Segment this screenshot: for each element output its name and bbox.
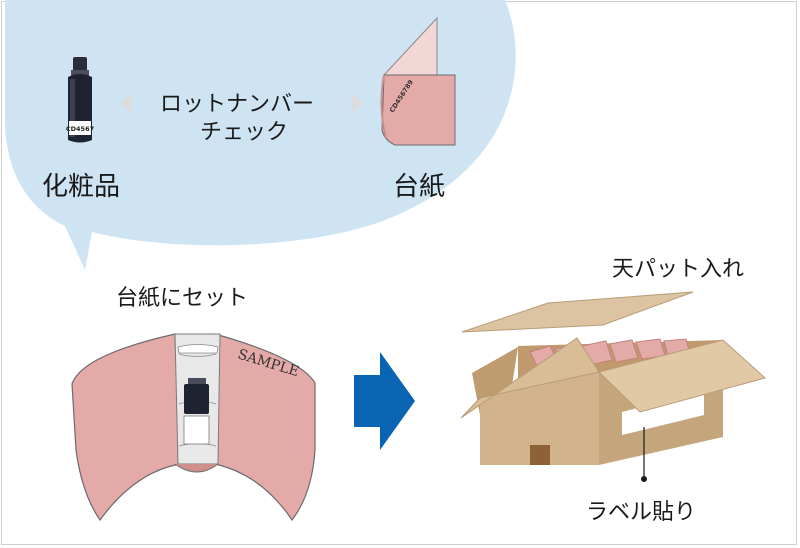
step-arrow-icon: [354, 352, 415, 450]
bottle-code: CD4567: [66, 125, 94, 133]
mount-label: 台紙: [393, 172, 446, 202]
label-attach-label: ラベル貼り: [586, 500, 697, 525]
folded-mount-icon: CD456789: [380, 16, 456, 146]
lot-check-line1: ロットナンバー: [160, 92, 315, 117]
lot-check-line2: チェック: [200, 120, 289, 145]
open-mount-illustration: SAMPLE: [71, 333, 316, 522]
label-pointer: [641, 427, 647, 482]
double-arrow-icon: [120, 93, 364, 113]
cosmetic-label: 化粧品: [42, 172, 121, 202]
cosmetic-bottle-icon: CD4567: [66, 57, 94, 143]
speech-bubble: [5, 0, 516, 270]
insert-top-pad-label: 天パット入れ: [612, 257, 745, 282]
cardboard-box-illustration: [460, 291, 767, 465]
set-on-mount-label: 台紙にセット: [116, 286, 249, 311]
